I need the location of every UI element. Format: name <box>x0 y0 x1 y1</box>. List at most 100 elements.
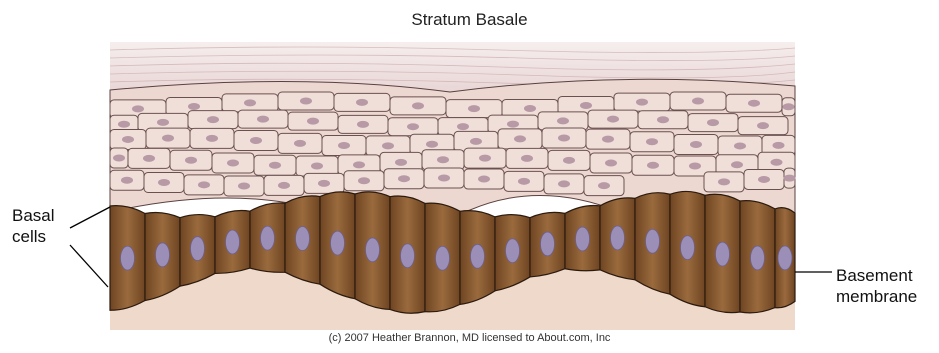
basal-cell-nucleus <box>576 227 590 251</box>
upper-cell-nucleus <box>122 136 134 143</box>
upper-cell-nucleus <box>198 181 210 188</box>
upper-cell-nucleus <box>457 123 469 130</box>
upper-cell-nucleus <box>300 98 312 105</box>
upper-cell-nucleus <box>143 155 155 162</box>
upper-cell-nucleus <box>690 141 702 148</box>
basal-cell-nucleus <box>716 242 730 266</box>
upper-cell-nucleus <box>318 180 330 187</box>
upper-cell-nucleus <box>518 178 530 185</box>
basal-cells-label: Basal cells <box>12 205 55 247</box>
upper-cell-nucleus <box>257 116 269 123</box>
upper-cell-nucleus <box>758 176 770 183</box>
upper-cell-nucleus <box>636 99 648 106</box>
upper-cell-nucleus <box>563 157 575 164</box>
upper-cell-nucleus <box>507 121 519 128</box>
basement-label-line1: Basement <box>836 265 917 286</box>
upper-cell-nucleus <box>398 175 410 182</box>
upper-cell-nucleus <box>557 117 569 124</box>
basal-cell-nucleus <box>296 227 310 251</box>
upper-cell-nucleus <box>185 157 197 164</box>
basal-cell-nucleus <box>541 232 555 256</box>
upper-cell-nucleus <box>468 105 480 112</box>
basal-cell-nucleus <box>191 237 205 261</box>
basement-membrane-label: Basement membrane <box>836 265 917 307</box>
upper-cell-nucleus <box>689 162 701 169</box>
basal-leader-upper <box>70 207 110 228</box>
upper-cell-nucleus <box>395 159 407 166</box>
upper-cell-nucleus <box>121 177 133 184</box>
upper-cell-nucleus <box>206 135 218 142</box>
upper-cell-nucleus <box>558 135 570 142</box>
basal-cell-nucleus <box>506 239 520 263</box>
upper-cell-nucleus <box>307 118 319 125</box>
basal-leader-lower <box>70 245 108 287</box>
basal-cell-nucleus <box>646 229 660 253</box>
basal-cell-nucleus <box>471 244 485 268</box>
upper-cell-nucleus <box>358 177 370 184</box>
basal-label-line1: Basal <box>12 205 55 226</box>
upper-cell-nucleus <box>207 116 219 123</box>
upper-cell-nucleus <box>162 135 174 142</box>
basal-cell-nucleus <box>401 244 415 268</box>
basal-cell-nucleus <box>366 238 380 262</box>
upper-cell-nucleus <box>244 99 256 106</box>
copyright-credit: (c) 2007 Heather Brannon, MD licensed to… <box>0 332 939 344</box>
basal-cell-nucleus <box>261 226 275 250</box>
upper-cell-nucleus <box>426 141 438 148</box>
upper-cell-nucleus <box>437 156 449 163</box>
upper-cell-nucleus <box>118 121 130 128</box>
upper-cell-nucleus <box>646 138 658 145</box>
basal-label-line2: cells <box>12 226 55 247</box>
basal-cell-nucleus <box>156 243 170 267</box>
upper-cell-nucleus <box>783 103 795 110</box>
upper-cell-nucleus <box>707 119 719 126</box>
upper-cell-nucleus <box>188 103 200 110</box>
upper-cell-nucleus <box>607 116 619 123</box>
upper-cell-nucleus <box>269 162 281 169</box>
upper-cell-nucleus <box>311 162 323 169</box>
upper-cell-nucleus <box>771 159 783 166</box>
upper-cell-nucleus <box>470 138 482 145</box>
basal-cell-nucleus <box>681 236 695 260</box>
upper-cell-nucleus <box>580 102 592 109</box>
upper-cell-nucleus <box>657 116 669 123</box>
upper-cell-nucleus <box>357 121 369 128</box>
upper-cell-nucleus <box>718 178 730 185</box>
basal-cell-nucleus <box>611 226 625 250</box>
upper-cell-nucleus <box>238 182 250 189</box>
upper-cell-nucleus <box>598 182 610 189</box>
upper-cell-nucleus <box>605 160 617 167</box>
upper-cell-nucleus <box>278 182 290 189</box>
upper-cell-nucleus <box>412 102 424 109</box>
basal-cell-nucleus <box>436 246 450 270</box>
upper-cell-nucleus <box>602 136 614 143</box>
upper-cell-nucleus <box>521 155 533 162</box>
basal-cell-nucleus <box>121 246 135 270</box>
upper-cell-nucleus <box>132 105 144 112</box>
upper-cell-nucleus <box>692 98 704 105</box>
upper-cell-nucleus <box>356 99 368 106</box>
upper-cell-nucleus <box>353 161 365 168</box>
upper-cell-nucleus <box>524 105 536 112</box>
upper-cell-nucleus <box>748 100 760 107</box>
upper-cell-nucleus <box>158 179 170 186</box>
upper-cell-nucleus <box>784 175 796 182</box>
upper-cell-nucleus <box>407 123 419 130</box>
upper-cell-nucleus <box>773 142 785 149</box>
upper-cell-nucleus <box>338 142 350 149</box>
upper-cell-nucleus <box>478 176 490 183</box>
upper-cell-nucleus <box>647 162 659 169</box>
upper-cell-nucleus <box>479 155 491 162</box>
upper-cell-nucleus <box>294 140 306 147</box>
upper-cell-nucleus <box>227 159 239 166</box>
upper-cell-nucleus <box>250 137 262 144</box>
upper-cell-nucleus <box>382 142 394 149</box>
upper-cell-nucleus <box>113 155 125 162</box>
basal-cell-nucleus <box>751 246 765 270</box>
basement-label-line2: membrane <box>836 286 917 307</box>
upper-cell-nucleus <box>734 142 746 149</box>
upper-cell-nucleus <box>157 119 169 126</box>
upper-cell-nucleus <box>731 161 743 168</box>
basal-cell-nucleus <box>226 230 240 254</box>
